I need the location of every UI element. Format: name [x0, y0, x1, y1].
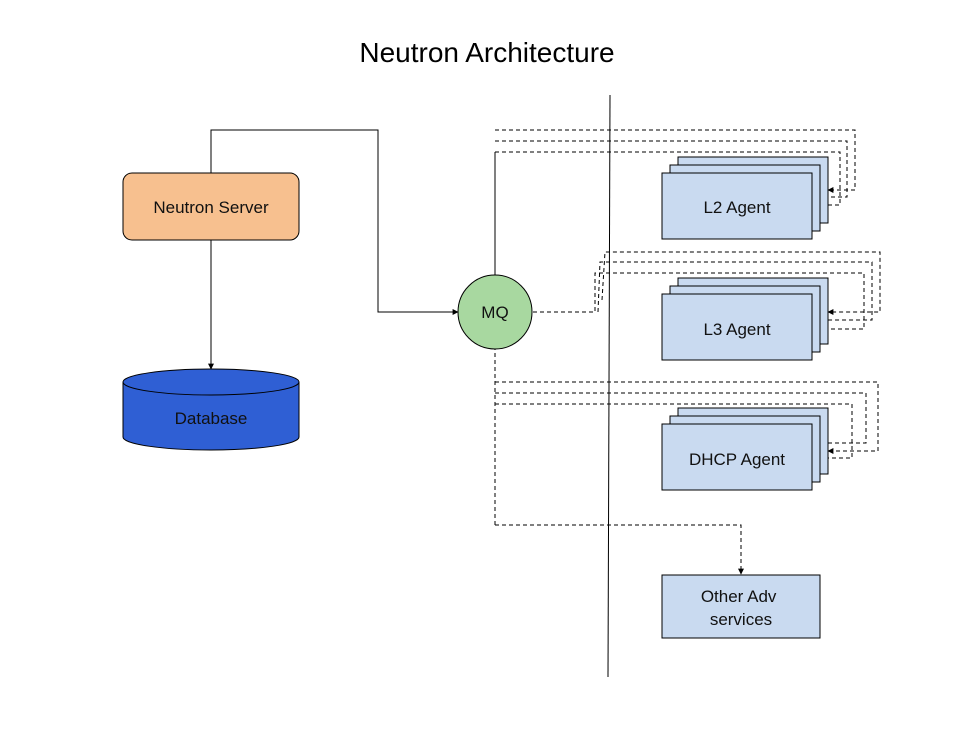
other-services-line-1: Other Adv [701, 587, 777, 606]
dhcp-agent-label: DHCP Agent [689, 450, 785, 469]
l3-agent-node: L3 Agent [661, 277, 829, 361]
other-services-box [661, 574, 821, 639]
other-services-line-2: services [710, 610, 772, 629]
database-cylinder [122, 382, 300, 451]
server-to-mq-connector [210, 129, 459, 315]
l2-agent-node: L2 Agent [661, 156, 829, 240]
other-services-node: Other Adv services [661, 574, 821, 639]
neutron-server-box [122, 172, 300, 241]
l2-agent-box [661, 172, 813, 240]
l3-agent-label: L3 Agent [703, 320, 770, 339]
neutron-server-node: Neutron Server [122, 172, 300, 241]
dhcp-agent-box [661, 423, 813, 491]
database-label: Database [175, 409, 248, 428]
database-node: Database [122, 368, 300, 451]
mq-label: MQ [481, 303, 508, 322]
database-cylinder-top [122, 368, 300, 396]
l3-agent-connectors [533, 251, 881, 332]
other-services-label: Other Adv services [701, 587, 781, 629]
dhcp-agent-connectors [495, 381, 879, 461]
l2-agent-connectors [495, 129, 856, 208]
diagram-title: Neutron Architecture [359, 37, 614, 68]
other-services-connector [495, 524, 744, 575]
l3-agent-box [661, 293, 813, 361]
neutron-server-label: Neutron Server [153, 198, 269, 217]
separator-line [607, 94, 611, 678]
l2-agent-label: L2 Agent [703, 198, 770, 217]
mq-node: MQ [457, 274, 533, 350]
dhcp-agent-node: DHCP Agent [661, 407, 829, 491]
mq-circle [457, 274, 533, 350]
